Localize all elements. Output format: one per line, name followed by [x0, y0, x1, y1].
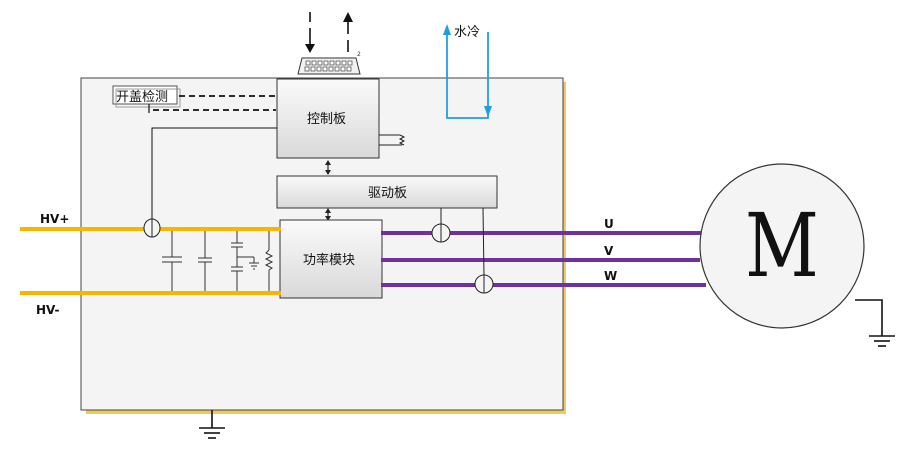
hv-minus-label: HV- — [36, 303, 59, 317]
driver-board: 驱动板 — [276, 175, 498, 209]
lid-detect-label: 开盖检测 — [116, 90, 168, 105]
current-sensor-icon — [474, 207, 494, 294]
bidirectional-arrow — [325, 160, 331, 221]
control-board: 控制板 — [276, 78, 380, 159]
current-sensor-icon — [431, 208, 451, 243]
connector-pin-label: 2 — [357, 51, 361, 58]
ground-icon — [249, 257, 259, 270]
power-module: 功率模块 — [279, 219, 383, 299]
water-cooling-loop — [443, 24, 492, 119]
thermistor-icon — [379, 134, 406, 146]
dc-link-capacitors — [162, 231, 274, 291]
sensor-lead — [151, 127, 277, 221]
phase-w-label: W — [604, 269, 617, 283]
motor: M — [699, 163, 865, 329]
ground-icon — [199, 410, 225, 439]
connector-icon: 2 — [297, 51, 361, 75]
hv-plus-label: HV+ — [40, 212, 69, 226]
phase-u-label: U — [604, 217, 614, 231]
water-cooling-label: 水冷 — [454, 25, 480, 40]
phase-v-label: V — [604, 244, 614, 258]
lid-detect-box: 开盖检测 — [112, 85, 181, 108]
current-sensor-icon — [143, 218, 161, 238]
driver-board-label: 驱动板 — [368, 186, 407, 201]
power-module-label: 功率模块 — [303, 252, 355, 268]
ground-icon — [855, 299, 895, 347]
motor-label: M — [745, 194, 819, 297]
control-board-label: 控制板 — [307, 112, 346, 127]
lid-detect-signal — [153, 95, 276, 111]
signal-arrows — [305, 12, 353, 53]
